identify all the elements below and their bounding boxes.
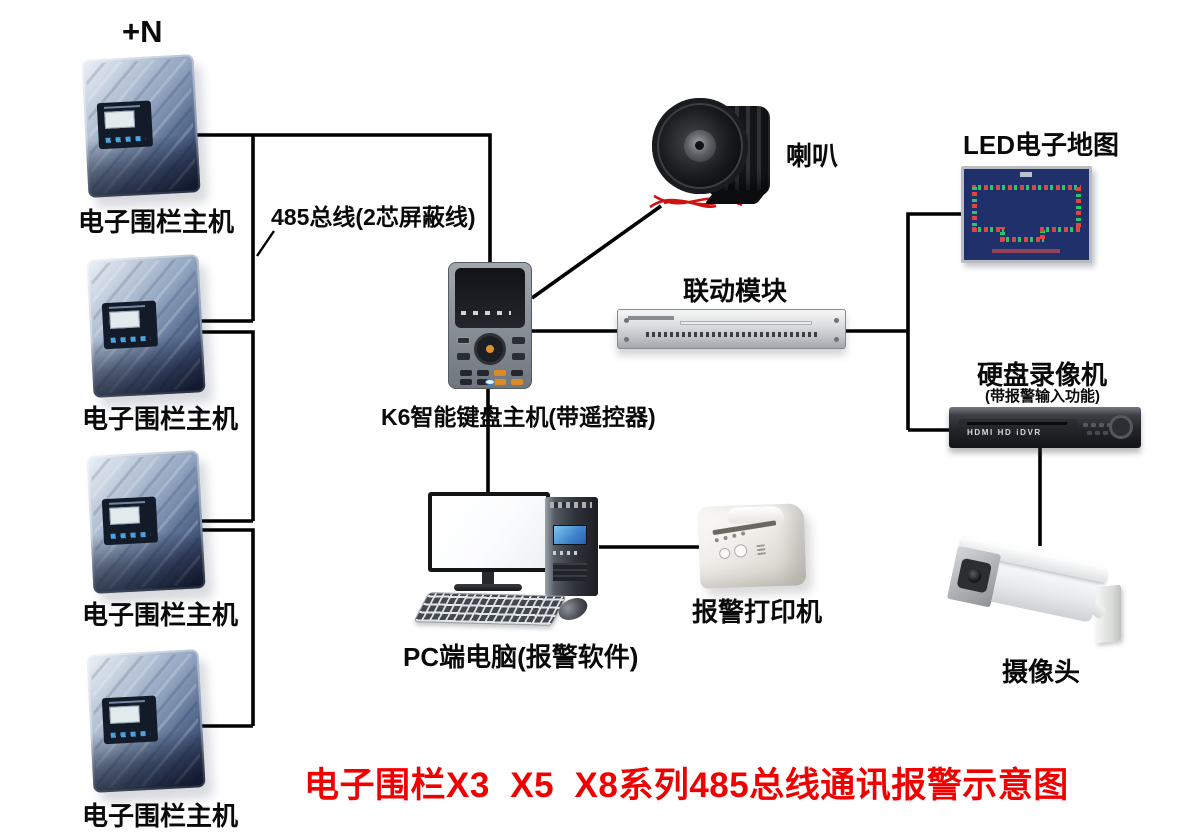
fence-host-image-1 xyxy=(81,54,201,198)
dvr-label: 硬盘录像机 xyxy=(977,360,1108,390)
wire-host3-out-seg3 xyxy=(192,528,255,726)
led-map-path xyxy=(1000,227,1005,241)
fence-host-lcd xyxy=(109,705,141,724)
fence-host-label-2: 电子围栏主机 xyxy=(82,404,239,434)
module-slot xyxy=(680,321,812,325)
fence-host-panel-text xyxy=(108,305,146,309)
speaker-image xyxy=(652,96,778,212)
pc-tower-buttons xyxy=(553,551,579,555)
keypad-label: K6智能键盘主机(带遥控器) xyxy=(381,404,656,430)
led-map-caption xyxy=(992,249,1060,253)
fence-host-panel xyxy=(96,100,154,150)
diagram-title: 电子围栏X3 X5 X8系列485总线通讯报警示意图 xyxy=(304,766,1069,805)
fence-host-label-4: 电子围栏主机 xyxy=(82,801,239,831)
dvr-jog-dial xyxy=(1109,415,1133,439)
led-map-path xyxy=(972,185,977,232)
led-map-path xyxy=(1076,185,1081,227)
pc-monitor-base xyxy=(454,584,522,591)
fence-host-panel-text xyxy=(108,501,146,505)
pc-monitor-image xyxy=(428,492,550,572)
camera-lens xyxy=(956,557,993,594)
printer-buttons xyxy=(719,547,731,560)
wire-branch-vertical xyxy=(906,212,963,430)
keypad-screen xyxy=(455,268,525,328)
keypad-dpad xyxy=(474,333,506,365)
fence-host-buttons xyxy=(105,135,146,143)
keypad-logo xyxy=(485,379,495,385)
printer-grill xyxy=(756,544,766,556)
fence-host-image-3 xyxy=(86,450,206,594)
linkage-module-label: 联动模块 xyxy=(683,276,788,306)
keypad-side-buttons xyxy=(457,337,470,344)
printer-image xyxy=(697,503,807,589)
camera-housing xyxy=(943,536,1109,650)
fence-host-panel xyxy=(101,496,159,546)
led-map-label: LED电子地图 xyxy=(963,130,1120,160)
fence-host-panel-text xyxy=(103,105,141,109)
pc-monitor-screen xyxy=(432,496,546,568)
fence-host-label-3: 电子围栏主机 xyxy=(82,600,239,630)
fence-host-panel xyxy=(101,695,159,745)
pc-tower-display xyxy=(553,525,587,545)
pc-tower-stripes xyxy=(553,563,587,581)
led-map-top-mark xyxy=(1020,172,1032,177)
dvr-buttons xyxy=(1083,423,1088,427)
speaker-label: 喇叭 xyxy=(786,141,839,171)
pc-monitor-neck xyxy=(482,572,494,585)
pc-tower-vent xyxy=(550,502,592,508)
module-led-row xyxy=(646,332,818,337)
fence-host-buttons xyxy=(110,335,151,343)
fence-host-buttons xyxy=(110,730,151,738)
printer-indicator-lights xyxy=(714,537,720,543)
led-map-path xyxy=(1040,227,1045,239)
module-silk-text xyxy=(628,316,674,320)
keypad-host-image xyxy=(448,262,532,389)
wire-host2-out-seg2 xyxy=(192,330,255,521)
pc-label: PC端电脑(报警软件) xyxy=(403,642,639,672)
fence-host-lcd xyxy=(109,310,141,329)
led-map-path xyxy=(972,227,1004,232)
wire-host1-to-keypad xyxy=(190,133,492,263)
pc-tower-image xyxy=(545,497,598,596)
dvr-image: HDMI HD iDVR xyxy=(949,407,1141,448)
speaker-bracket xyxy=(704,190,768,204)
speaker-cone xyxy=(684,130,716,162)
fence-host-label-1: 电子围栏主机 xyxy=(78,207,235,237)
dvr-sublabel: (带报警输入功能) xyxy=(985,388,1100,405)
fence-host-buttons xyxy=(110,531,151,539)
camera-label: 摄像头 xyxy=(1002,657,1081,687)
fence-host-lcd xyxy=(104,110,136,129)
keypad-screen-icons xyxy=(461,311,511,315)
led-map-path xyxy=(1040,227,1081,232)
dvr-front-panel: HDMI HD iDVR xyxy=(959,419,1077,441)
led-map-path xyxy=(972,185,1081,190)
fence-host-panel-text xyxy=(108,700,146,704)
fence-host-image-4 xyxy=(86,649,206,793)
linkage-module-image xyxy=(617,309,846,349)
dvr-disc-slot xyxy=(967,422,1067,425)
led-map-path xyxy=(1000,237,1044,242)
fence-host-panel xyxy=(101,300,159,350)
dvr-front-text: HDMI HD iDVR xyxy=(967,428,1042,437)
keypad-number-keys xyxy=(460,370,472,376)
module-screws xyxy=(624,318,629,323)
expansion-count-label: +N xyxy=(122,14,163,49)
bus-label: 485总线(2芯屏蔽线) xyxy=(271,204,476,230)
fence-host-image-2 xyxy=(86,254,206,398)
pc-keyboard-image xyxy=(413,592,567,626)
led-map-image xyxy=(961,166,1092,263)
printer-label: 报警打印机 xyxy=(692,597,823,627)
wire-keypad-to-speaker xyxy=(530,204,663,300)
bus-label-pointer xyxy=(256,230,275,257)
camera-image xyxy=(943,536,1150,653)
fence-host-lcd xyxy=(109,506,141,525)
